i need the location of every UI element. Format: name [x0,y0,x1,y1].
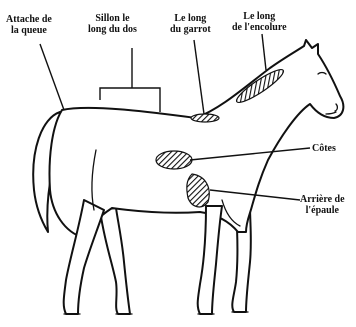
tail-attachment-label: Attache de la queue [6,14,52,36]
withers-zone [191,114,219,122]
horse-near-fore-leg [198,206,222,314]
horse-far-hind-leg [100,208,130,314]
tail-pointer-line [40,44,64,110]
neck-pointer-line [262,34,266,70]
ribs-label: Côtes [312,143,336,154]
back-groove-label: Sillon le long du dos [88,13,137,35]
withers-label: Le long du garrot [170,13,211,35]
shoulder-label: Arrière de l'épaule [300,194,345,216]
neck-label: Le long de l'encolure [232,11,287,33]
ribs-zone [156,151,192,169]
withers-pointer-line [194,40,204,114]
